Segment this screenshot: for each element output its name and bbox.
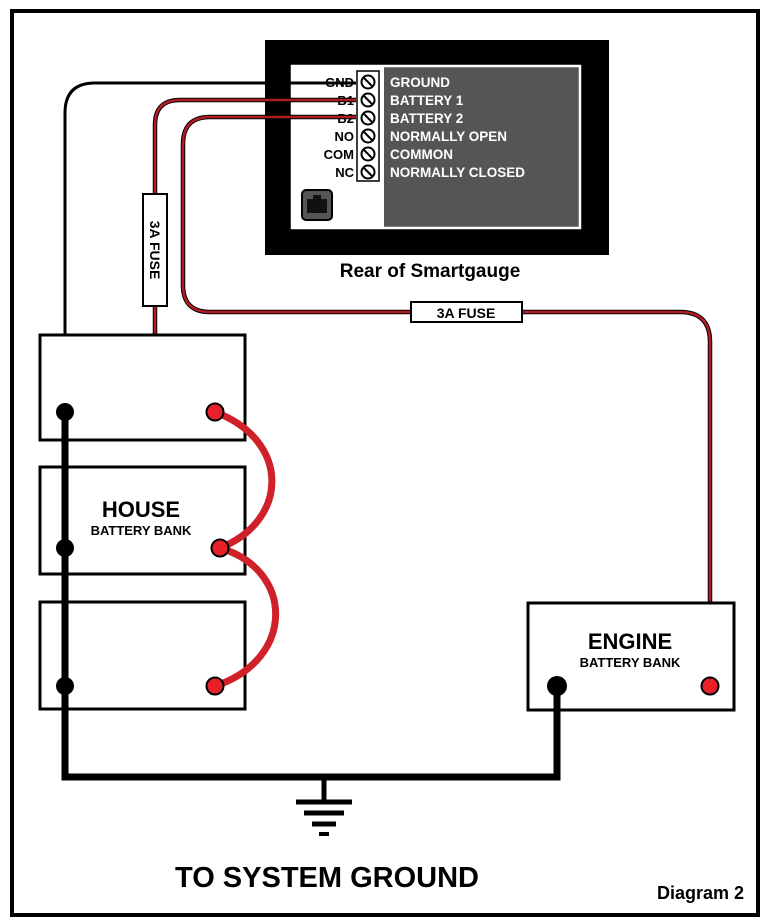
fuse-battery1-label: 3A FUSE	[147, 221, 163, 280]
terminal-code-3: NO	[335, 129, 355, 144]
diagram-label: Diagram 2	[657, 883, 744, 903]
ground-bus	[61, 410, 561, 781]
house-2-positive-terminal	[210, 538, 230, 558]
fuse-battery2: 3A FUSE	[410, 301, 523, 323]
house-battery-2	[38, 465, 247, 576]
house-jumper-upper	[211, 408, 276, 552]
terminal-label-3: NORMALLY OPEN	[390, 129, 507, 144]
terminal-screw-slot-4	[362, 148, 374, 160]
ground-label: TO SYSTEM GROUND	[175, 862, 479, 894]
house-1-negative-terminal	[56, 403, 74, 421]
terminal-screw-slot-5	[362, 166, 374, 178]
engine-bank-subtitle: BATTERY BANK	[580, 655, 681, 670]
fuse-battery2-label: 3A FUSE	[437, 305, 496, 321]
terminal-label-2: BATTERY 2	[390, 111, 463, 126]
terminal-label-4: COMMON	[390, 147, 453, 162]
terminal-label-5: NORMALLY CLOSED	[390, 165, 525, 180]
house-3-negative-terminal	[56, 677, 74, 695]
house-bank-subtitle: BATTERY BANK	[91, 523, 192, 538]
engine-positive-terminal	[700, 676, 720, 696]
terminal-screw-slot-2	[362, 112, 374, 124]
house-jumper-lower	[211, 544, 280, 690]
house-2-negative-terminal	[56, 539, 74, 557]
rj-socket-tab	[313, 195, 321, 200]
house-battery-1	[38, 333, 247, 442]
engine-negative-terminal	[547, 676, 567, 696]
house-3-positive-terminal	[205, 676, 225, 696]
terminal-label-0: GROUND	[390, 75, 450, 90]
terminal-label-1: BATTERY 1	[390, 93, 464, 108]
device-caption: Rear of Smartgauge	[340, 261, 521, 282]
terminal-screw-slot-3	[362, 130, 374, 142]
terminal-code-4: COM	[324, 147, 354, 162]
house-1-positive-terminal	[205, 402, 225, 422]
ground-symbol-icon	[296, 799, 352, 836]
terminal-screw-slot-0	[362, 76, 374, 88]
engine-bank-title: ENGINE	[588, 629, 672, 654]
rj-socket-inner	[307, 199, 327, 213]
fuse-battery1: 3A FUSE	[142, 193, 168, 307]
ground-sense-wire	[63, 81, 356, 410]
house-bank-title: HOUSE	[102, 497, 180, 522]
terminal-code-5: NC	[335, 165, 354, 180]
terminal-screw-slot-1	[362, 94, 374, 106]
battery2-wire	[181, 115, 712, 686]
